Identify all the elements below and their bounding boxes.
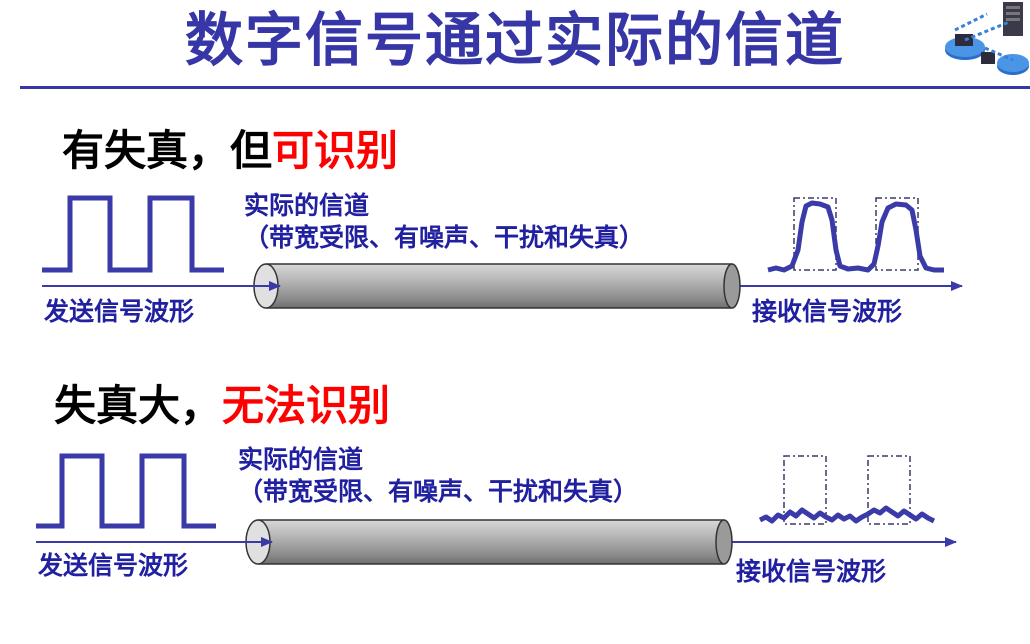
section-2-heading: 失真大，无法识别 [54,380,390,432]
section-1-send-label: 发送信号波形 [44,297,195,326]
section-1-ideal-pulse-2 [875,197,919,271]
section-1-receive-waveform [767,200,944,273]
section-1-send-waveform [42,195,224,273]
section-2-diagram [36,453,957,565]
section-2-receive-waveform [758,505,936,524]
section-1-heading-prefix: 有失真，但 [62,126,273,175]
section-1-channel-subtitle: （带宽受限、有噪声、干扰和失真） [244,223,645,252]
section-1-heading-highlight: 可识别 [272,126,399,175]
section-1-ideal-pulse-1 [793,197,837,271]
page-title: 数字信号通过实际的信道 [184,6,845,74]
section-1-heading: 有失真，但可识别 [62,125,398,177]
section-2-send-label: 发送信号波形 [38,551,189,580]
section-2-send-waveform [36,453,216,529]
section-2-channel-subtitle: （带宽受限、有噪声、干扰和失真） [238,477,639,506]
section-2-heading-highlight: 无法识别 [222,381,391,430]
section-2-channel-title: 实际的信道 [238,445,364,474]
section-1-channel-title: 实际的信道 [244,191,370,220]
section-1-channel-pipe [253,263,741,309]
section-1-receive-label: 接收信号波形 [752,297,903,326]
section-2-ideal-pulse-2 [867,455,911,525]
section-1-diagram [42,195,963,309]
network-logo-icon [945,2,1029,75]
section-2-channel-pipe [245,519,733,565]
section-2-ideal-pulse-1 [783,455,827,525]
title-divider [20,86,1030,89]
section-2-receive-label: 接收信号波形 [736,557,887,586]
section-2-heading-prefix: 失真大， [54,381,223,430]
